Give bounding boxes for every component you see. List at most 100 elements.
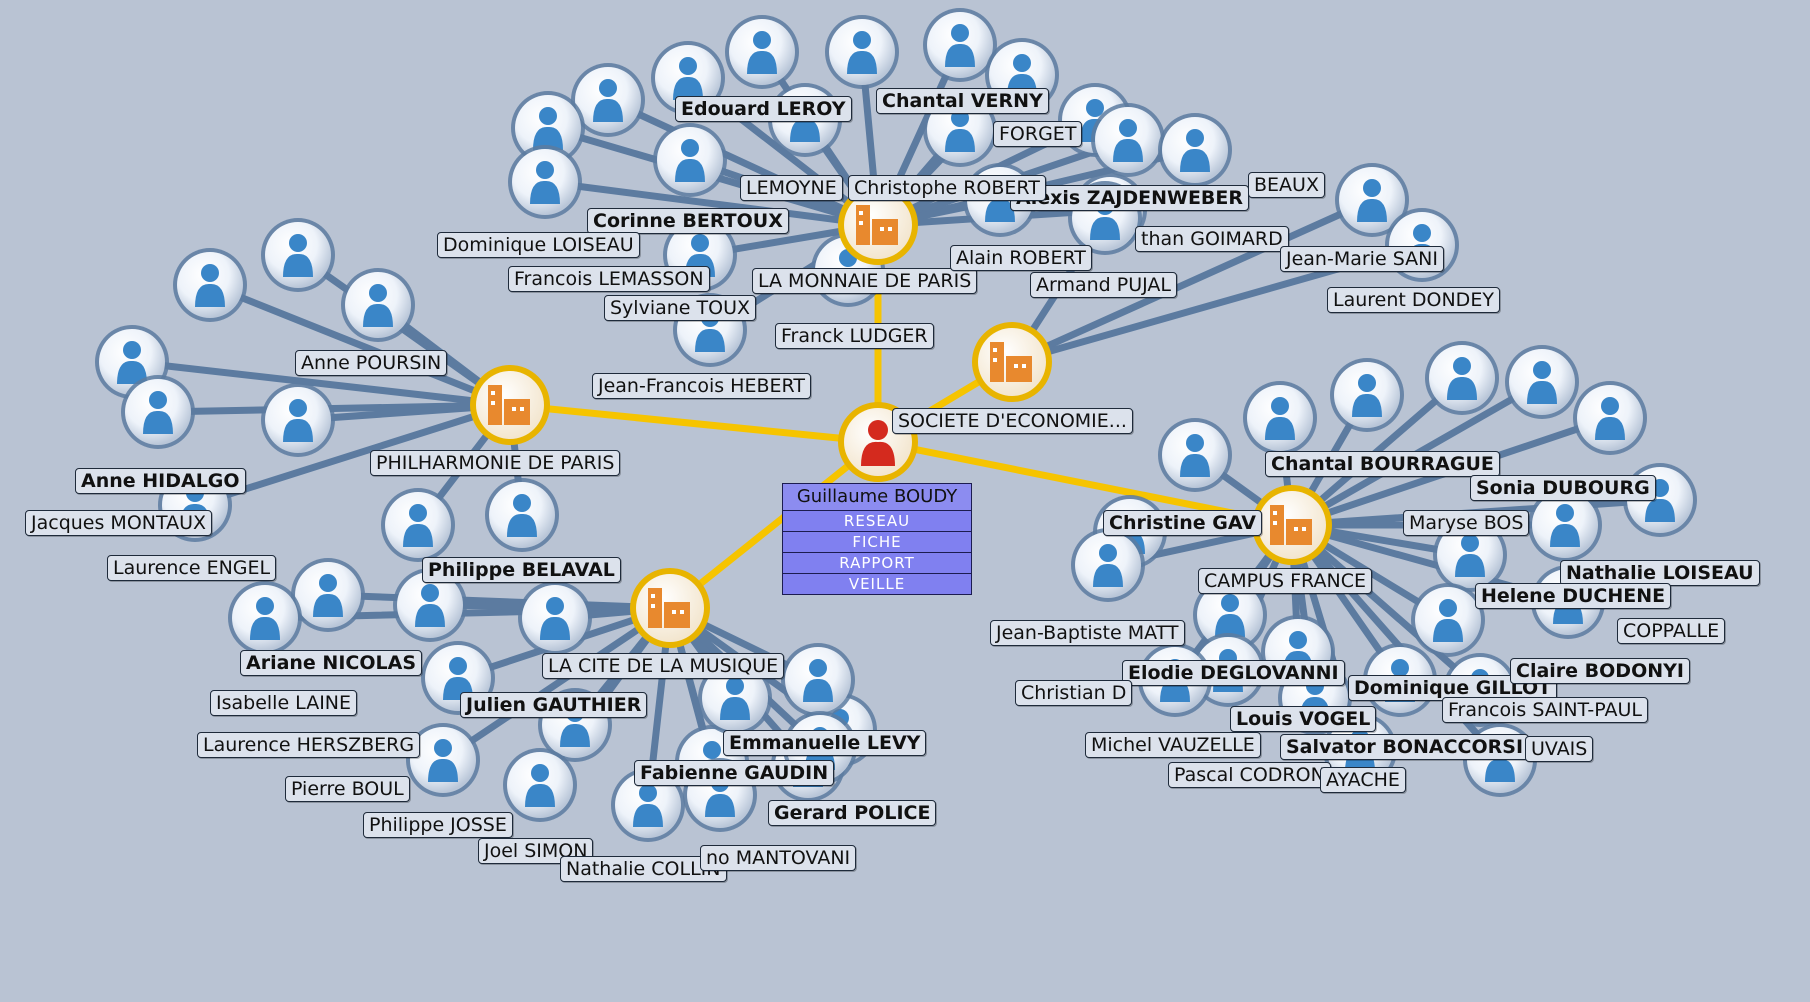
person-label[interactable]: Laurence HERSZBERG	[197, 732, 421, 758]
person-label[interactable]: Jean-Francois HEBERT	[592, 373, 811, 399]
person-icon[interactable]	[1505, 345, 1579, 419]
person-icon[interactable]	[291, 558, 365, 632]
org-label[interactable]: SOCIETE D'ECONOMIE...	[892, 408, 1133, 434]
person-icon[interactable]	[1528, 488, 1602, 562]
person-icon[interactable]	[1573, 381, 1647, 455]
person-label[interactable]: Claire BODONYI	[1510, 658, 1690, 684]
person-icon[interactable]	[518, 581, 592, 655]
building-icon[interactable]	[838, 185, 918, 265]
person-icon[interactable]	[261, 218, 335, 292]
org-label[interactable]: CAMPUS FRANCE	[1198, 568, 1372, 594]
person-label[interactable]: Chantal BOURRAGUE	[1265, 451, 1500, 477]
person-label[interactable]: Pierre BOUL	[285, 776, 410, 802]
person-icon[interactable]	[781, 643, 855, 717]
person-icon[interactable]	[485, 478, 559, 552]
person-label[interactable]: LEMOYNE	[740, 175, 843, 201]
person-label[interactable]: Christine GAV	[1103, 510, 1262, 536]
person-icon[interactable]	[1071, 528, 1145, 602]
menu-reseau-button[interactable]: RESEAU	[782, 511, 972, 532]
org-label[interactable]: LA MONNAIE DE PARIS	[752, 268, 978, 294]
person-icon[interactable]	[1091, 103, 1165, 177]
person-icon[interactable]	[228, 581, 302, 655]
building-icon[interactable]	[470, 365, 550, 445]
person-icon[interactable]	[1193, 578, 1267, 652]
person-label[interactable]: Nathalie LOISEAU	[1560, 560, 1760, 586]
person-label[interactable]: Jean-Baptiste MATT	[990, 620, 1185, 646]
person-label[interactable]: Laurent DONDEY	[1327, 287, 1500, 313]
person-icon[interactable]	[698, 661, 772, 735]
person-label[interactable]: Michel VAUZELLE	[1085, 732, 1261, 758]
person-icon[interactable]	[261, 383, 335, 457]
person-label[interactable]: Alain ROBERT	[950, 245, 1092, 271]
person-label[interactable]: Christian D	[1015, 680, 1133, 706]
person-icon[interactable]	[1243, 381, 1317, 455]
person-label[interactable]: Julien GAUTHIER	[460, 692, 648, 718]
person-label[interactable]: AYACHE	[1320, 767, 1406, 793]
person-icon[interactable]	[508, 145, 582, 219]
person-icon[interactable]	[825, 15, 899, 89]
person-icon[interactable]	[571, 63, 645, 137]
building-icon[interactable]	[1252, 485, 1332, 565]
person-label[interactable]: Sylviane TOUX	[604, 295, 757, 321]
person-label[interactable]: Sonia DUBOURG	[1470, 475, 1656, 501]
person-label[interactable]: Ariane NICOLAS	[240, 650, 422, 676]
person-label[interactable]: Franck LUDGER	[775, 323, 934, 349]
person-label[interactable]: Salvator BONACCORSI	[1280, 734, 1530, 760]
person-label[interactable]: Maryse BOS	[1403, 510, 1530, 536]
menu-veille-button[interactable]: VEILLE	[782, 574, 972, 595]
person-label[interactable]: Isabelle LAINE	[210, 690, 358, 716]
person-icon[interactable]	[393, 568, 467, 642]
person-icon[interactable]	[173, 248, 247, 322]
person-label[interactable]: Elodie DEGLOVANNI	[1122, 660, 1345, 686]
person-label[interactable]: Jacques MONTAUX	[25, 510, 213, 536]
person-label[interactable]: Jean-Marie SANI	[1280, 246, 1444, 272]
person-label[interactable]: Philippe BELAVAL	[422, 557, 621, 583]
person-label[interactable]: FORGET	[993, 121, 1083, 147]
person-label[interactable]: UVAIS	[1525, 736, 1594, 762]
building-icon[interactable]	[972, 322, 1052, 402]
person-label[interactable]: Chantal VERNY	[876, 88, 1049, 114]
person-icon[interactable]	[1425, 341, 1499, 415]
person-label[interactable]: Corinne BERTOUX	[587, 208, 789, 234]
person-icon[interactable]	[923, 8, 997, 82]
person-label[interactable]: Laurence ENGEL	[107, 555, 277, 581]
person-icon[interactable]	[511, 91, 585, 165]
person-icon[interactable]	[503, 748, 577, 822]
person-icon[interactable]	[725, 15, 799, 89]
person-icon[interactable]	[653, 123, 727, 197]
person-label[interactable]: Helene DUCHENE	[1475, 583, 1672, 609]
person-icon[interactable]	[1433, 518, 1507, 592]
person-label[interactable]: Armand PUJAL	[1030, 272, 1177, 298]
person-label[interactable]: Christophe ROBERT	[848, 175, 1046, 201]
person-label[interactable]: Edouard LEROY	[675, 96, 852, 122]
person-icon[interactable]	[341, 268, 415, 342]
center-name-label[interactable]: Guillaume BOUDY	[782, 483, 972, 511]
person-label[interactable]: COPPALLE	[1617, 618, 1726, 644]
person-label[interactable]: Louis VOGEL	[1230, 706, 1377, 732]
person-label[interactable]: than GOIMARD	[1135, 226, 1289, 252]
person-label[interactable]: Francois LEMASSON	[508, 266, 710, 292]
person-label[interactable]: Philippe JOSSE	[363, 812, 513, 838]
person-label[interactable]: Francois SAINT-PAUL	[1442, 697, 1649, 723]
menu-rapport-button[interactable]: RAPPORT	[782, 553, 972, 574]
person-icon[interactable]	[1335, 163, 1409, 237]
person-icon[interactable]	[1158, 418, 1232, 492]
org-label[interactable]: PHILHARMONIE DE PARIS	[370, 450, 621, 476]
person-label[interactable]: Anne HIDALGO	[75, 468, 246, 494]
person-icon[interactable]	[381, 488, 455, 562]
person-label[interactable]: Fabienne GAUDIN	[634, 760, 835, 786]
person-icon[interactable]	[1330, 358, 1404, 432]
person-label[interactable]: no MANTOVANI	[700, 845, 857, 871]
person-label[interactable]: BEAUX	[1248, 172, 1325, 198]
person-label[interactable]: Dominique GILLOT	[1348, 675, 1558, 701]
org-label[interactable]: LA CITE DE LA MUSIQUE	[542, 653, 785, 679]
person-label[interactable]: Pascal CODRON	[1168, 762, 1331, 788]
person-label[interactable]: Emmanuelle LEVY	[723, 730, 927, 756]
person-icon[interactable]	[611, 768, 685, 842]
person-label[interactable]: Nathalie COLLIN	[560, 856, 727, 882]
building-icon[interactable]	[630, 568, 710, 648]
person-label[interactable]: Alexis ZAJDENWEBER	[1010, 185, 1250, 211]
menu-fiche-button[interactable]: FICHE	[782, 532, 972, 553]
person-label[interactable]: Dominique LOISEAU	[437, 232, 640, 258]
person-icon[interactable]	[406, 723, 480, 797]
